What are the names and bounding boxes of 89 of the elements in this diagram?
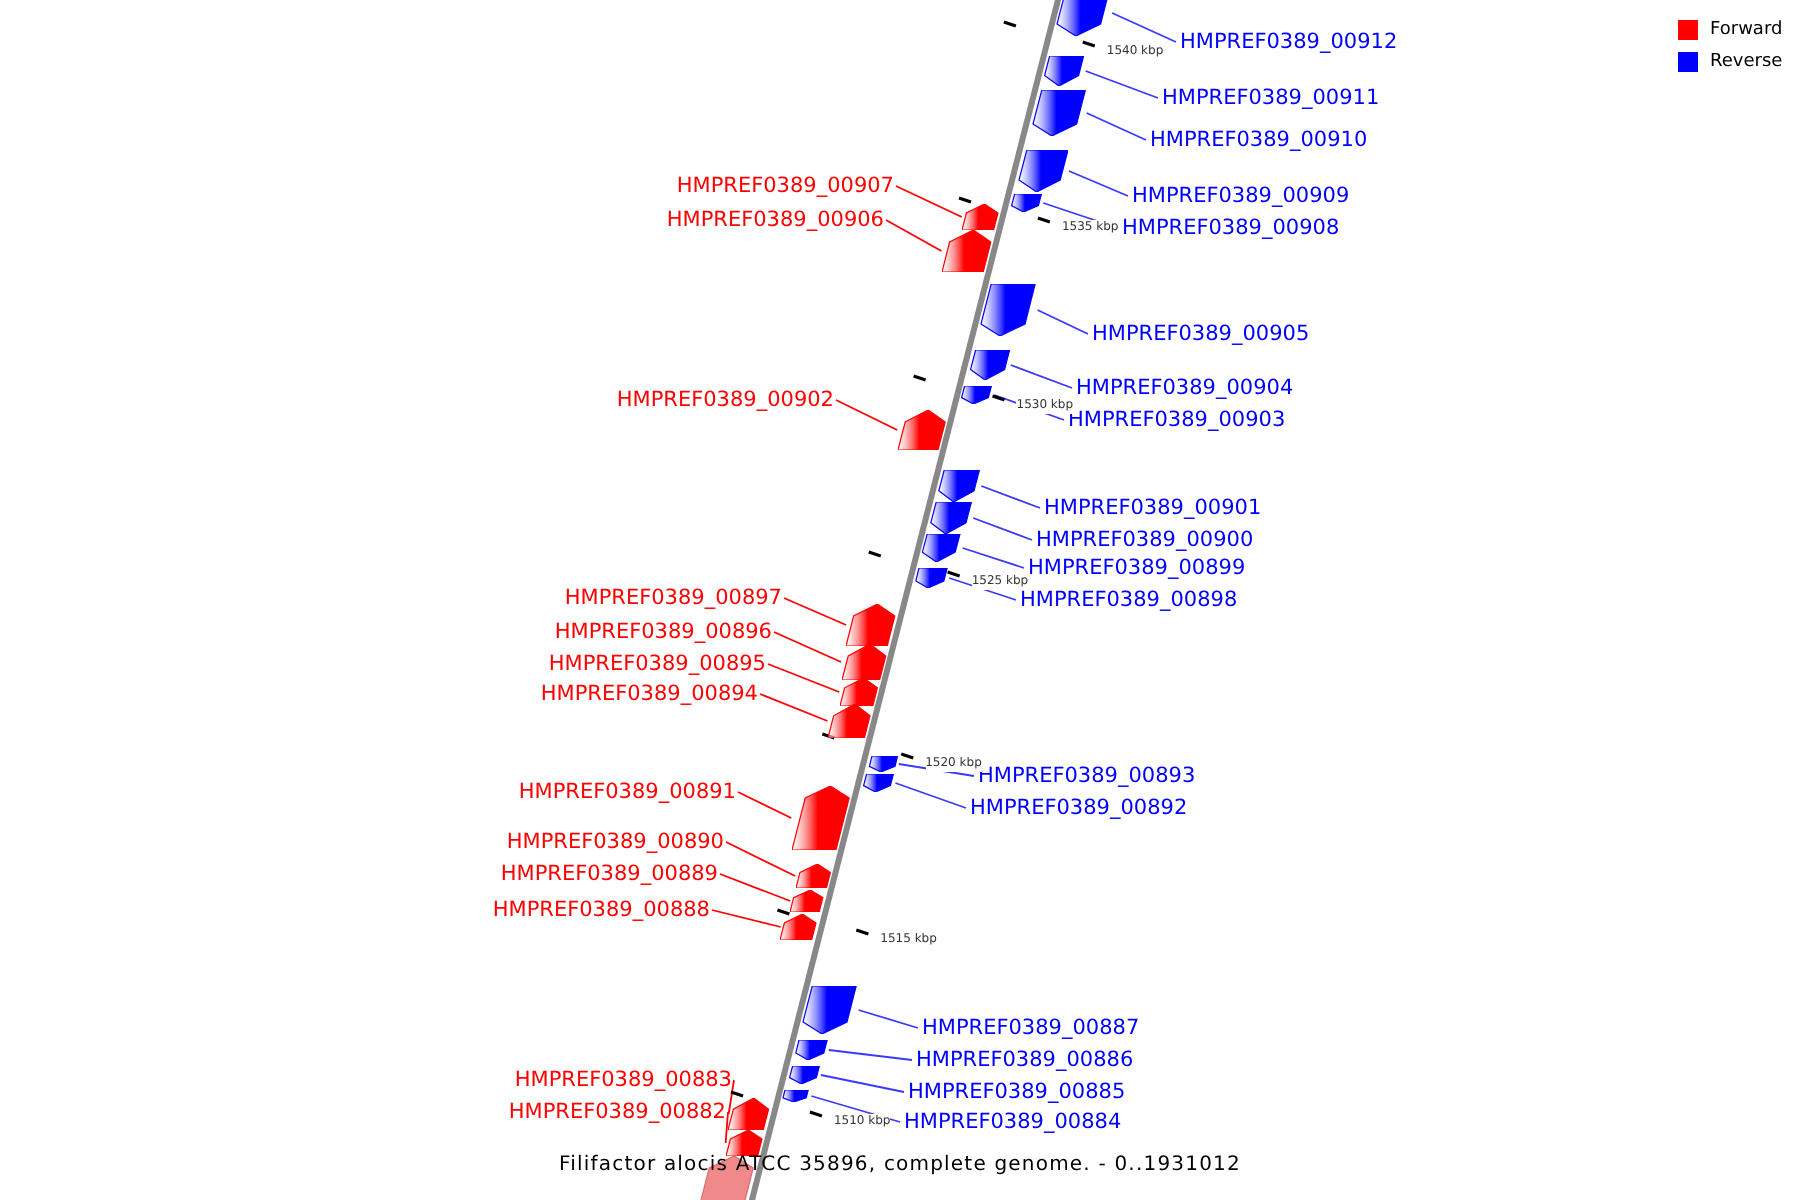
leader-line: [724, 1111, 729, 1144]
gene-label: HMPREF0389_00910: [1150, 126, 1368, 154]
gene-label: HMPREF0389_00897: [564, 584, 782, 612]
leader-line: [894, 782, 967, 809]
gene-block: [800, 986, 859, 1034]
gene-block: [790, 890, 827, 912]
leader-line: [737, 791, 793, 819]
gene-block: [978, 284, 1038, 336]
gene-label: HMPREF0389_00891: [518, 778, 736, 806]
leader-line: [1111, 12, 1177, 43]
gene-block: [967, 350, 1011, 380]
gene-label: HMPREF0389_00883: [514, 1066, 732, 1094]
gene-label: HMPREF0389_00906: [666, 206, 884, 234]
gene-label: HMPREF0389_00895: [548, 650, 766, 678]
gene-label: HMPREF0389_00898: [1020, 586, 1238, 614]
gene-block: [793, 1040, 829, 1060]
gene-block: [927, 502, 974, 534]
gene-label: HMPREF0389_00904: [1076, 374, 1294, 402]
gene-block: [914, 568, 950, 588]
gene-block: [791, 786, 854, 850]
gene-block: [782, 1090, 812, 1102]
gene-label: HMPREF0389_00887: [922, 1014, 1140, 1042]
leader-line: [727, 1079, 735, 1115]
gene-label: HMPREF0389_00912: [1180, 28, 1398, 56]
gene-label: HMPREF0389_00888: [492, 896, 710, 924]
gene-block: [1054, 0, 1113, 36]
caption: Filifactor alocis ATCC 35896, complete genome. - 0..1931012: [559, 1154, 1241, 1176]
leader-line: [783, 597, 847, 626]
leader-line: [767, 663, 841, 693]
leader-line: [1085, 112, 1147, 141]
gene-block: [935, 470, 982, 502]
gene-label: HMPREF0389_00900: [1036, 526, 1254, 554]
gene-block: [841, 644, 890, 680]
gene-label: HMPREF0389_00909: [1132, 182, 1350, 210]
gene-label: HMPREF0389_00890: [506, 828, 724, 856]
gene-block: [1029, 90, 1087, 136]
gene-label: HMPREF0389_00886: [916, 1046, 1134, 1074]
gene-block: [795, 864, 834, 888]
leader-line: [895, 185, 963, 218]
gene-block: [846, 604, 900, 646]
gene-block: [1009, 194, 1044, 212]
gene-block: [920, 534, 963, 562]
gene-label: HMPREF0389_00894: [540, 680, 758, 708]
gene-label: HMPREF0389_00896: [554, 618, 772, 646]
gene-label: HMPREF0389_00892: [970, 794, 1188, 822]
leader-line: [1084, 70, 1159, 99]
leader-line: [972, 517, 1033, 541]
gene-block: [1042, 56, 1086, 86]
gene-label: HMPREF0389_00889: [500, 860, 718, 888]
leader-line: [773, 631, 842, 663]
leader-line: [1036, 309, 1089, 335]
leader-line: [820, 1074, 905, 1093]
gene-label: HMPREF0389_00893: [978, 762, 1196, 790]
leader-line: [759, 693, 829, 722]
gene-block: [862, 774, 896, 792]
leader-line: [835, 399, 899, 431]
gene-block: [867, 756, 899, 772]
gene-label: HMPREF0389_00905: [1092, 320, 1310, 348]
leader-line: [1068, 170, 1129, 197]
leader-line: [980, 485, 1041, 509]
leader-line: [719, 873, 792, 902]
gene-label: HMPREF0389_00902: [616, 386, 834, 414]
gene-label: HMPREF0389_00911: [1162, 84, 1380, 112]
gene-label: HMPREF0389_00882: [508, 1098, 726, 1126]
gene-block: [787, 1066, 821, 1084]
leader-line: [885, 219, 943, 252]
gene-block: [780, 914, 821, 940]
leader-line: [711, 909, 782, 928]
gene-label: HMPREF0389_00899: [1028, 554, 1246, 582]
gene-block: [827, 704, 875, 738]
gene-block: [897, 410, 950, 450]
leader-line: [725, 841, 797, 877]
gene-block: [961, 204, 1002, 230]
gene-block: [725, 1130, 766, 1156]
leader-line: [827, 1049, 913, 1061]
leader-line: [1009, 364, 1073, 389]
gene-label: HMPREF0389_00884: [904, 1108, 1122, 1136]
legend-label: Forward: [1710, 18, 1783, 42]
gene-label: HMPREF0389_00907: [676, 172, 894, 200]
gene-block: [960, 386, 995, 404]
leader-line: [961, 547, 1025, 569]
gene-label: HMPREF0389_00901: [1044, 494, 1262, 522]
leader-line: [857, 1009, 919, 1029]
gene-label: HMPREF0389_00903: [1068, 406, 1286, 434]
gene-label: HMPREF0389_00908: [1122, 214, 1340, 242]
gene-block: [728, 1098, 774, 1130]
legend-label: Reverse: [1710, 50, 1783, 74]
gene-block: [839, 678, 882, 706]
gene-label: HMPREF0389_00885: [908, 1078, 1126, 1106]
